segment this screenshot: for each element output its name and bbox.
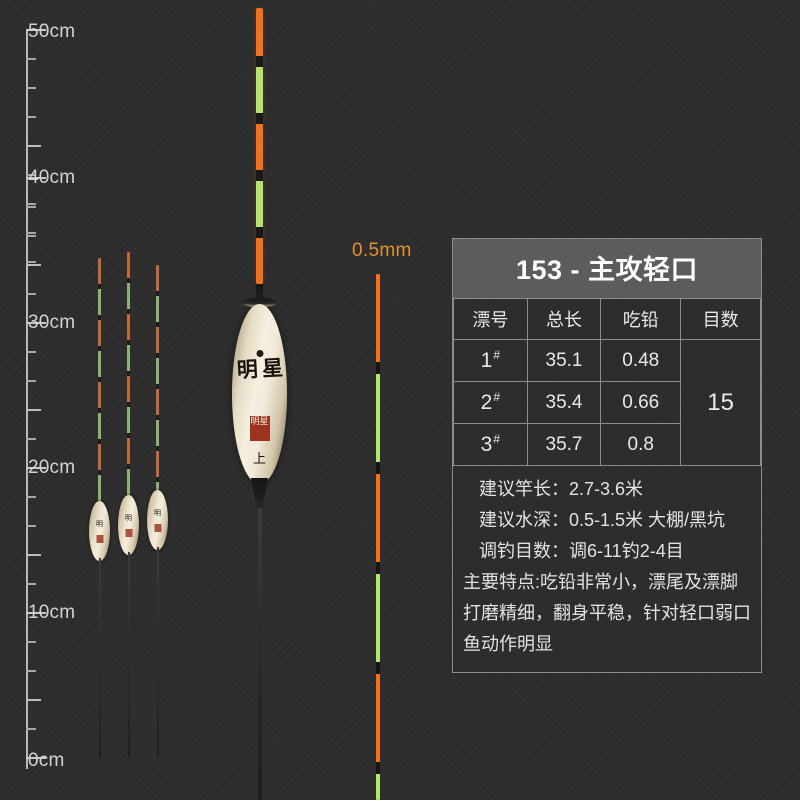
ruler-tick-mid (26, 699, 41, 701)
cell-length-2: 35.4 (526, 381, 602, 424)
ruler-tick-minor (26, 206, 36, 208)
ruler-tick-minor (26, 380, 36, 382)
ruler-tick-major (26, 177, 46, 179)
cell-model-3: 3# (453, 423, 528, 466)
main-float-taper (251, 478, 268, 512)
float-stem (156, 547, 159, 757)
ruler-tick-major (26, 612, 46, 614)
cell-length-1: 35.1 (526, 339, 602, 382)
float-antenna (156, 265, 159, 490)
ruler-tick-minor (26, 641, 36, 643)
ruler-tick-minor (26, 351, 36, 353)
main-float-brand-glyph: 明 星 (235, 354, 284, 383)
table-row: 2# 35.4 0.66 (453, 381, 761, 424)
brand-dot-icon (256, 350, 263, 357)
float-brand-glyph: 明 (154, 509, 161, 517)
ruler-label-50cm: 50cm (28, 21, 76, 42)
cell-model-2: 2# (453, 381, 528, 424)
float-stem (98, 558, 101, 758)
column-header-lead: 吃铅 (600, 298, 682, 340)
antenna-diameter-label: 0.5mm (352, 240, 412, 261)
ruler-tick-minor (26, 232, 36, 234)
cell-lead-1: 0.48 (600, 339, 682, 382)
measurement-ruler: 50cm 40cm 30cm 20cm 10cm 0cm (0, 0, 110, 800)
ruler-tick-minor (26, 525, 36, 527)
float-body: 明 (118, 495, 139, 555)
main-float-body: 明 星 明星 上 (232, 304, 287, 484)
note-features: 主要特点:吃铅非常小，漂尾及漂脚打磨精细，翻身平稳，针对轻口弱口鱼动作明显 (463, 572, 751, 654)
main-float-foot-glyph: 上 (252, 452, 267, 467)
float-seal-icon (154, 524, 161, 532)
ruler-tick-major (26, 467, 46, 469)
table-header-row: 漂号 总长 吃铅 目数 (453, 298, 761, 340)
specification-table: 漂号 总长 吃铅 目数 1# 35.1 0.48 15 2# 35.4 0.66 (453, 298, 761, 466)
cell-marks-value: 15 (680, 339, 761, 466)
ruler-tick-minor (26, 58, 36, 60)
ruler-tick-minor (26, 235, 36, 237)
model-suffix: # (493, 390, 501, 404)
main-float-stem (257, 508, 262, 800)
float-brand-glyph: 明 (125, 514, 132, 522)
column-header-model: 漂号 (453, 298, 528, 340)
cell-model-1: 1# (453, 339, 528, 382)
float-body: 明 (89, 501, 110, 561)
column-header-marks: 目数 (680, 298, 761, 340)
ruler-tick-minor (26, 583, 36, 585)
table-row: 1# 35.1 0.48 15 (453, 339, 761, 466)
ruler-tick-minor (26, 261, 36, 263)
ruler-tick-mid (26, 264, 41, 266)
main-float-neck (256, 284, 263, 302)
cell-lead-2: 0.66 (600, 381, 682, 424)
antenna-closeup-sample (376, 274, 380, 800)
main-float-seal-stamp: 明星 (249, 416, 270, 441)
ruler-tick-minor (26, 87, 36, 89)
float-seal-icon (125, 529, 132, 537)
float-brand-glyph: 明 (96, 520, 103, 528)
ruler-tick-mid (26, 409, 41, 411)
ruler-tick-major (26, 322, 46, 324)
float-antenna (127, 252, 130, 495)
ruler-tick-major (26, 29, 46, 31)
model-number: 2 (480, 391, 493, 414)
float-antenna (98, 258, 101, 501)
main-float-collar (242, 298, 277, 307)
cell-lead-3: 0.8 (600, 423, 682, 466)
ruler-tick-minor (26, 116, 36, 118)
ruler-tick-mid (26, 145, 41, 147)
ruler-label-20cm: 20cm (28, 457, 76, 478)
note-rod-length: 建议竿长：2.7-3.6米 (479, 479, 644, 499)
column-header-length: 总长 (526, 298, 602, 340)
ruler-tick-minor (26, 496, 36, 498)
cell-length-3: 35.7 (526, 423, 602, 466)
float-seal-icon (96, 535, 103, 543)
ruler-tick-minor (26, 174, 36, 176)
product-model-title: 153 - 主攻轻口 (453, 239, 761, 298)
float-body: 明 (147, 490, 168, 550)
model-suffix: # (493, 348, 501, 362)
float-stem (127, 552, 130, 758)
ruler-tick-mid (26, 554, 41, 556)
specification-notes: 建议竿长：2.7-3.6米 建议水深：0.5-1.5米 大棚/黑坑 调钓目数：调… (453, 466, 761, 672)
main-float-antenna (256, 8, 263, 284)
model-number: 3 (480, 433, 493, 456)
note-tuning: 调钓目数：调6-11钓2-4目 (479, 541, 684, 561)
ruler-tick-minor (26, 438, 36, 440)
specification-panel: 153 - 主攻轻口 漂号 总长 吃铅 目数 1# 35.1 0.48 15 (452, 238, 762, 673)
ruler-tick-minor (26, 293, 36, 295)
ruler-tick-minor (26, 203, 36, 205)
ruler-tick-minor (26, 728, 36, 730)
ruler-label-30cm: 30cm (28, 312, 76, 333)
ruler-spine (26, 29, 28, 769)
ruler-label-40cm: 40cm (28, 167, 76, 188)
ruler-label-0cm: 0cm (28, 750, 65, 771)
ruler-label-10cm: 10cm (28, 602, 76, 623)
ruler-tick-minor (26, 670, 36, 672)
model-number: 1 (480, 349, 493, 372)
note-water-depth: 建议水深：0.5-1.5米 大棚/黑坑 (479, 510, 726, 530)
table-row: 3# 35.7 0.8 (453, 423, 761, 466)
ruler-tick-major (26, 757, 46, 759)
model-suffix: # (493, 432, 501, 446)
